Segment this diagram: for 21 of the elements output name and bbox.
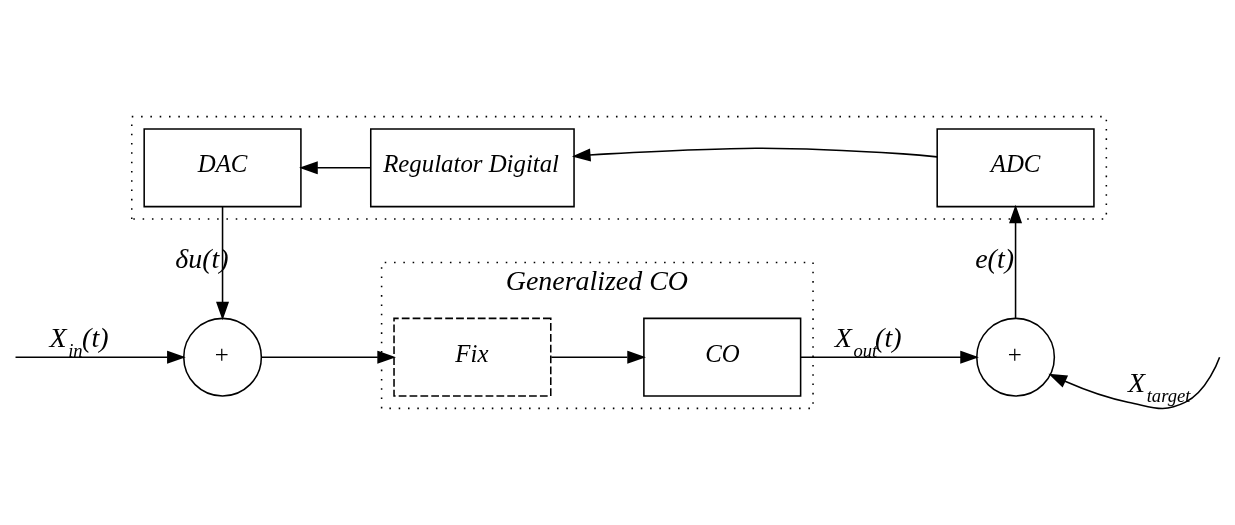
- edge-label: X$_{in}$(t): [49, 321, 109, 362]
- edge-label: X$_{target}$: [1128, 366, 1191, 407]
- node-box: DAC: [143, 128, 302, 208]
- arrow: [800, 350, 979, 364]
- cluster: [131, 115, 1108, 220]
- edge-label: X$_{out}$(t): [834, 321, 902, 362]
- node-box: CO: [643, 317, 802, 397]
- node-box: Fix: [393, 317, 552, 397]
- node-circle: +: [976, 317, 1056, 397]
- arrow: [1009, 204, 1023, 319]
- arrow: [299, 161, 372, 175]
- node-circle: +: [182, 317, 263, 397]
- edge-label: e(t): [975, 242, 1014, 274]
- arrow: [260, 350, 396, 364]
- arrow: [1048, 356, 1221, 410]
- node-box: Regulator Digital: [369, 128, 575, 208]
- node-box: ADC: [936, 128, 1095, 208]
- arrow: [14, 350, 186, 364]
- arrow: [216, 206, 230, 321]
- arrow: [571, 147, 938, 162]
- arrow: [550, 350, 646, 364]
